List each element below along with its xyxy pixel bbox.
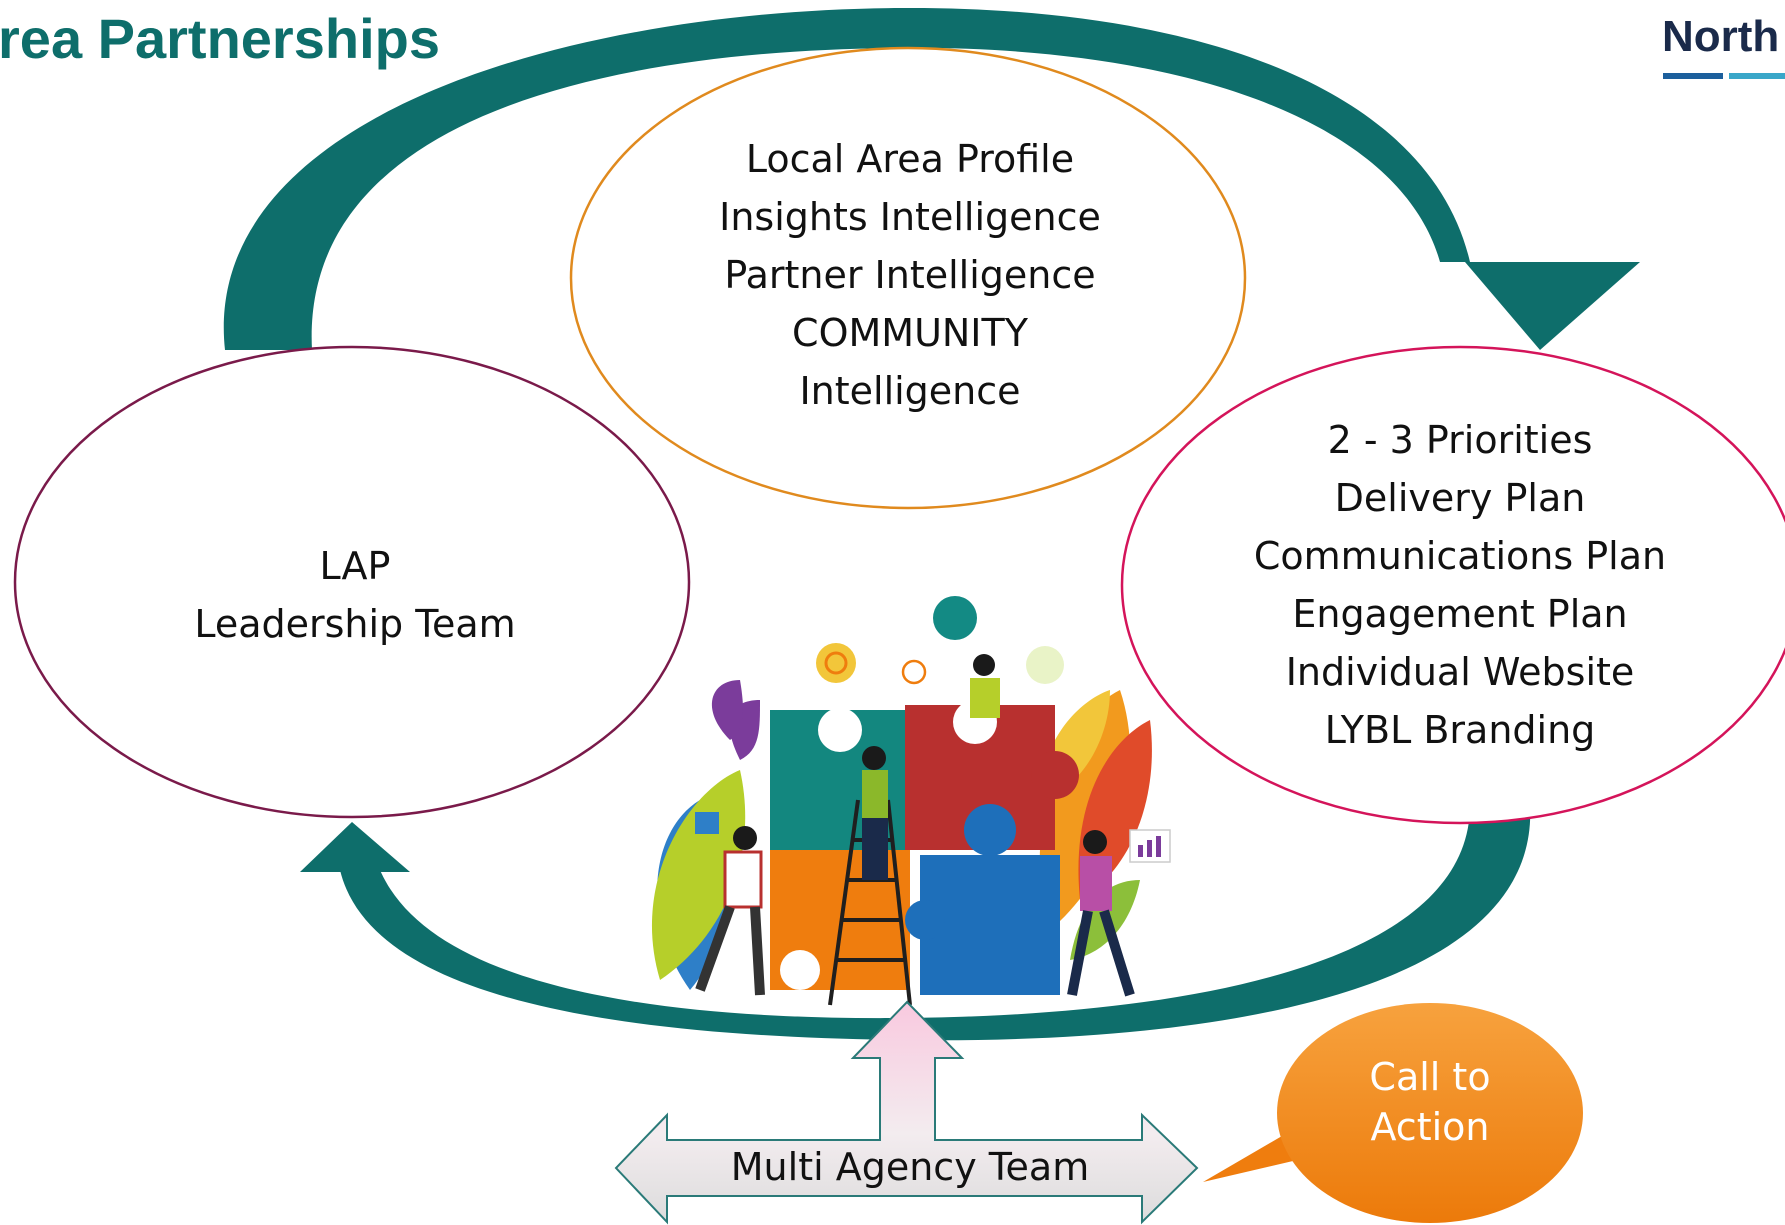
leadership-line: LAP <box>319 544 391 588</box>
brand-bar-blue <box>1663 73 1723 79</box>
priorities-node-text: 2 - 3 Priorities Delivery Plan Communica… <box>1140 405 1780 765</box>
priorities-ellipse <box>1120 345 1785 825</box>
cta-line: Action <box>1370 1105 1490 1149</box>
priorities-line: LYBL Branding <box>1324 708 1596 752</box>
call-to-action-callout <box>1203 1003 1583 1223</box>
priorities-line: Engagement Plan <box>1292 592 1628 636</box>
leadership-line: Leadership Team <box>194 602 516 646</box>
priorities-line: Communications Plan <box>1253 534 1667 578</box>
intelligence-node-text: Local Area Profile Insights Intelligence… <box>600 130 1220 420</box>
intelligence-line: Local Area Profile <box>745 137 1075 181</box>
priorities-line: Delivery Plan <box>1334 476 1586 520</box>
puzzle-team-illustration <box>651 596 1171 1006</box>
intelligence-line: Intelligence <box>799 369 1021 413</box>
priorities-line: Individual Website <box>1285 650 1635 694</box>
multi-agency-label: Multi Agency Team <box>730 1145 1090 1189</box>
leadership-node-text: LAP Leadership Team <box>70 525 640 665</box>
intelligence-ellipse <box>569 46 1247 510</box>
intelligence-line: COMMUNITY <box>792 311 1028 355</box>
priorities-line: 2 - 3 Priorities <box>1327 418 1593 462</box>
cta-line: Call to <box>1369 1055 1491 1099</box>
intelligence-line: Insights Intelligence <box>719 195 1101 239</box>
intelligence-line: Partner Intelligence <box>724 253 1096 297</box>
cycle-arrow-bottom <box>300 805 1531 1041</box>
brand-bar-cyan <box>1729 73 1785 79</box>
cycle-arrow-top <box>223 7 1640 351</box>
multi-agency-arrow <box>614 1000 1199 1225</box>
leadership-ellipse <box>13 345 691 819</box>
brand-logo-text: North <box>1662 12 1780 61</box>
page-title: rea Partnerships <box>0 7 440 70</box>
call-to-action-text: Call to Action <box>1300 1052 1560 1152</box>
